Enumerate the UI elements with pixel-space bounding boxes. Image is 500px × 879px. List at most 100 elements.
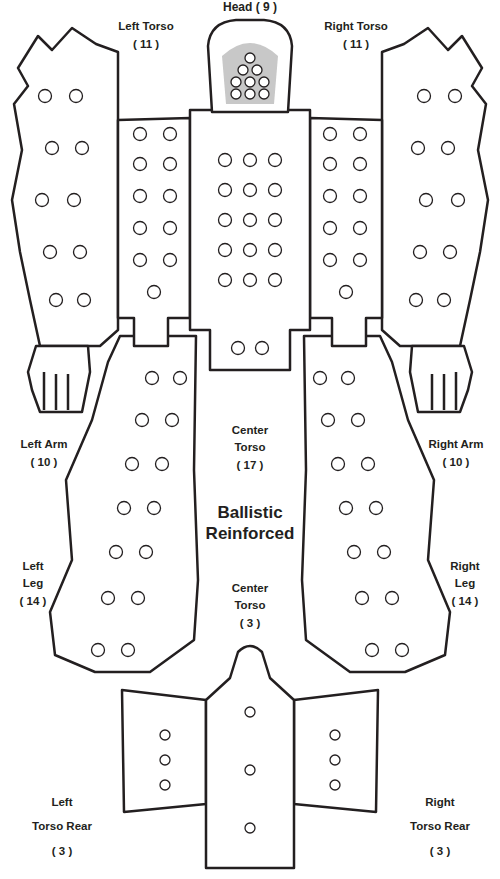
- armor-pip: [452, 194, 465, 207]
- location-label: ( 3 ): [240, 617, 260, 630]
- armor-pip: [332, 458, 345, 471]
- armor-pip: [348, 546, 361, 559]
- armor-pip: [136, 414, 149, 427]
- armor-pip: [164, 222, 177, 235]
- armor-pip: [354, 190, 367, 203]
- armor-pip: [370, 502, 383, 515]
- armor-pip: [362, 458, 375, 471]
- armor-pip: [356, 592, 369, 605]
- right-hand: [410, 346, 472, 412]
- armor-pip: [245, 89, 255, 99]
- head-visor: [222, 43, 278, 104]
- armor-pip: [156, 458, 169, 471]
- armor-pip: [148, 502, 161, 515]
- armor-pip: [352, 414, 365, 427]
- armor-pip: [160, 730, 170, 740]
- right-leg-outline: [302, 336, 450, 672]
- armor-pip: [122, 644, 135, 657]
- armor-pip: [166, 414, 179, 427]
- armor-pip: [330, 755, 340, 765]
- armor-pip: [340, 286, 353, 299]
- location-label: Center: [232, 582, 268, 595]
- armor-pip: [259, 77, 269, 87]
- armor-pip: [118, 502, 131, 515]
- location-label: Right: [425, 796, 454, 809]
- armor-pip: [245, 823, 255, 833]
- armor-pip: [231, 89, 241, 99]
- armor-pip: [219, 154, 232, 167]
- armor-pip: [231, 77, 241, 87]
- armor-pip: [68, 194, 81, 207]
- armor-pip: [269, 214, 282, 227]
- armor-pip: [238, 65, 248, 75]
- armor-pip: [244, 154, 257, 167]
- armor-pip: [110, 546, 123, 559]
- armor-pip: [410, 294, 423, 307]
- armor-pip: [92, 644, 105, 657]
- armor-pip: [414, 246, 427, 259]
- location-label: ( 10 ): [443, 456, 470, 469]
- armor-pip: [244, 244, 257, 257]
- armor-pip: [442, 142, 455, 155]
- armor-pip: [418, 90, 431, 103]
- location-label: Torso Rear: [32, 820, 92, 833]
- head-outline: [208, 20, 292, 112]
- armor-pip: [232, 342, 245, 355]
- armor-pip: [70, 90, 83, 103]
- armor-pip: [324, 158, 337, 171]
- armor-pip: [245, 53, 255, 63]
- location-label: Left Torso: [118, 20, 173, 33]
- armor-pip: [244, 184, 257, 197]
- armor-pip: [330, 780, 340, 790]
- armor-pip: [324, 128, 337, 141]
- armor-pip: [245, 765, 255, 775]
- armor-pip: [44, 246, 57, 259]
- location-label: Right Torso: [324, 20, 388, 33]
- armor-pip: [449, 90, 462, 103]
- armor-pip: [354, 128, 367, 141]
- armor-pip: [74, 246, 87, 259]
- armor-pip: [134, 222, 147, 235]
- right-torso-outline: [310, 118, 382, 346]
- armor-pip: [438, 294, 451, 307]
- armor-pip: [164, 158, 177, 171]
- armor-pip: [366, 644, 379, 657]
- armor-pip: [330, 730, 340, 740]
- armor-pip: [46, 142, 59, 155]
- location-label: Left: [51, 796, 72, 809]
- left-hand: [28, 346, 90, 412]
- location-label: Leg: [23, 577, 43, 590]
- location-label: Left: [22, 560, 43, 573]
- armor-pip: [245, 77, 255, 87]
- left-torso-outline: [118, 118, 190, 346]
- armor-pip: [76, 142, 89, 155]
- armor-pip: [259, 89, 269, 99]
- left-torso-rear-outline: [122, 690, 206, 812]
- armor-pip: [134, 158, 147, 171]
- armor-pip: [324, 190, 337, 203]
- location-label: ( 3 ): [52, 845, 72, 858]
- armor-pip: [164, 128, 177, 141]
- location-label: Right: [450, 560, 479, 573]
- location-label: ( 11 ): [133, 38, 159, 51]
- armor-pip: [269, 184, 282, 197]
- right-arm-outline: [382, 28, 488, 346]
- armor-pip: [420, 194, 433, 207]
- armor-pip: [314, 372, 327, 385]
- armor-pip: [50, 294, 63, 307]
- location-label: ( 10 ): [31, 456, 58, 469]
- armor-pip: [269, 244, 282, 257]
- left-leg-outline: [50, 336, 198, 672]
- armor-pip: [78, 294, 91, 307]
- armor-pip: [219, 244, 232, 257]
- armor-pip: [102, 592, 115, 605]
- armor-pip: [140, 546, 153, 559]
- armor-pip: [269, 274, 282, 287]
- location-label: ( 14 ): [20, 595, 47, 608]
- armor-pip: [39, 90, 52, 103]
- armor-pip: [160, 755, 170, 765]
- location-label: Center: [232, 424, 268, 437]
- armor-pip: [148, 286, 161, 299]
- location-label: Torso Rear: [410, 820, 470, 833]
- armor-pip: [134, 254, 147, 267]
